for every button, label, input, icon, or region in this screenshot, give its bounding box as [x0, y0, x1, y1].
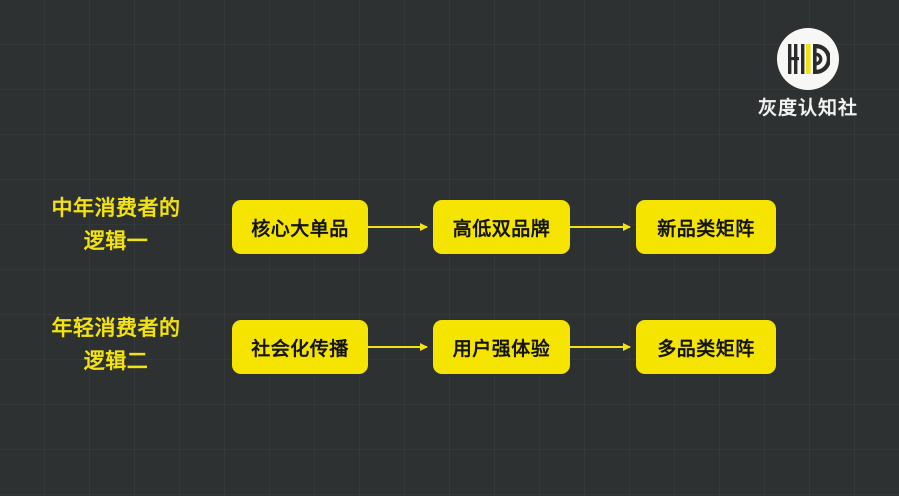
brand-wordmark: 灰度认知社 [757, 97, 858, 119]
arrow-right-icon [368, 223, 428, 231]
row-1-node-2[interactable]: 高低双品牌 [433, 200, 570, 254]
hd-monogram-circle-logo [777, 28, 839, 90]
row-2-label: 年轻消费者的 逻辑二 [14, 312, 218, 378]
row-2-label-line2: 逻辑二 [83, 349, 149, 373]
row-1-node-1[interactable]: 核心大单品 [232, 200, 368, 254]
row-2-node-3[interactable]: 多品类矩阵 [636, 320, 776, 374]
row-1-node-3[interactable]: 新品类矩阵 [636, 200, 776, 254]
arrow-right-icon [368, 343, 428, 351]
arrow-right-icon [570, 223, 631, 231]
arrow-right-icon [570, 343, 631, 351]
row-1-label: 中年消费者的 逻辑一 [14, 192, 218, 258]
row-2-node-2[interactable]: 用户强体验 [433, 320, 570, 374]
row-2-node-1[interactable]: 社会化传播 [232, 320, 368, 374]
row-1-label-line1: 中年消费者的 [51, 196, 181, 220]
row-1-label-line2: 逻辑一 [83, 229, 149, 253]
diagram-row-2: 年轻消费者的 逻辑二 社会化传播 用户强体验 多品类矩阵 [0, 316, 899, 374]
diagram-row-1: 中年消费者的 逻辑一 核心大单品 高低双品牌 新品类矩阵 [0, 196, 899, 254]
brand-logo-block: 灰度认知社 [728, 28, 888, 128]
row-2-label-line1: 年轻消费者的 [51, 316, 181, 340]
